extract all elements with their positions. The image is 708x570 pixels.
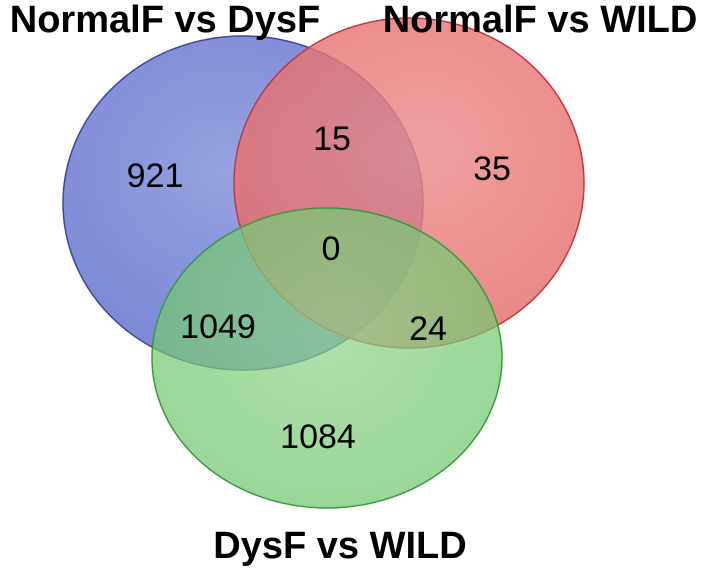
count-b-c-overlap: 24: [409, 310, 447, 348]
set-label-normalf-vs-dysf: NormalF vs DysF: [10, 0, 320, 41]
count-normalf-vs-wild-only: 35: [473, 150, 511, 188]
count-normalf-vs-dysf-only: 921: [127, 157, 184, 195]
count-dysf-vs-wild-only: 1084: [280, 418, 356, 456]
count-a-b-overlap: 15: [313, 120, 351, 158]
count-all-three-overlap: 0: [322, 230, 341, 268]
set-label-dysf-vs-wild: DysF vs WILD: [213, 525, 466, 567]
set-label-normalf-vs-wild: NormalF vs WILD: [383, 0, 698, 41]
set-circle-dysf-vs-wild: [151, 207, 503, 509]
count-a-c-overlap: 1049: [180, 308, 256, 346]
